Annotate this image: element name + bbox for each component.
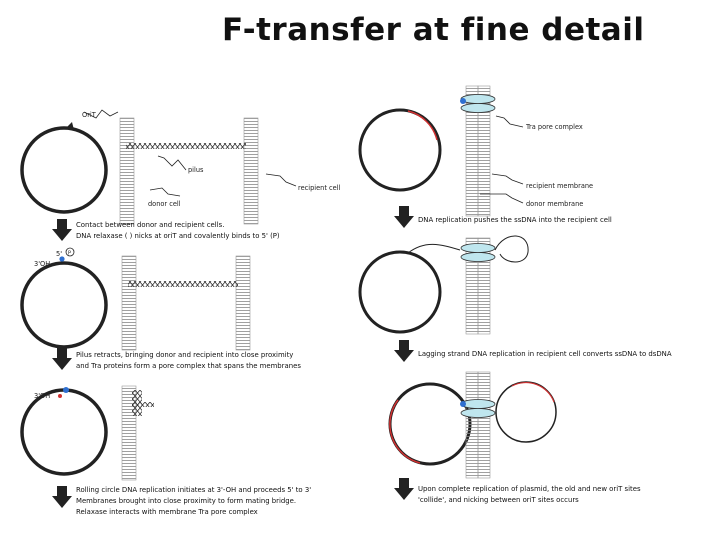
right-step-arrow-3 (394, 478, 414, 500)
right-donor-membrane-3 (465, 371, 479, 479)
recipient-red-arc (511, 382, 555, 403)
left-caption-1-line-2: DNA relaxase ( ) nicks at oriT and coval… (76, 232, 280, 240)
tra-pointer (495, 115, 524, 128)
right-red-arc-1 (407, 110, 438, 141)
label-3oh-b: 3'OH (34, 392, 50, 400)
right-panel-3 (388, 371, 557, 479)
label-pilus: pilus (188, 166, 204, 174)
right-recipient-membrane-1 (477, 85, 491, 217)
donor-membrane-2 (121, 255, 137, 351)
phosphate-icon (65, 247, 75, 257)
left-caption-2-line-2: and Tra proteins form a pore complex tha… (76, 362, 301, 370)
tra-pore-complex-3b (460, 408, 496, 418)
tra-pore-complex-2b (460, 252, 496, 262)
recipient-membrane (243, 117, 259, 225)
left-panel-2: P 5' 3'OH (20, 247, 251, 351)
right-plasmid-circle-1 (358, 108, 442, 192)
tra-pore-complex-2 (460, 243, 496, 253)
left-caption-3-line-3: Relaxase interacts with membrane Tra por… (76, 508, 258, 516)
label-recipient-cell: recipient cell (298, 184, 341, 192)
replication-start-marker (58, 394, 62, 398)
right-relaxase-icon-3 (460, 401, 466, 407)
label-5-prime: 5' (56, 250, 62, 258)
page-title: F-transfer at fine detail (222, 12, 645, 48)
pilus (126, 143, 246, 149)
pilus-2 (128, 281, 238, 287)
right-caption-1: DNA replication pushes the ssDNA into th… (418, 216, 612, 224)
right-panel-2 (358, 235, 529, 335)
donor-membrane (119, 117, 135, 225)
donor-membrane-pointer (480, 193, 524, 204)
left-caption-1-line-1: Contact between donor and recipient cell… (76, 221, 224, 229)
right-step-arrow-2 (394, 340, 414, 362)
recipient-membrane-pointer (491, 173, 524, 185)
donor-plasmid-circle-3 (20, 388, 108, 476)
left-caption-3-line-2: Membranes brought into close proximity t… (76, 497, 296, 505)
recipient-membrane-2 (235, 255, 251, 351)
left-caption-2-line-1: Pilus retracts, bringing donor and recip… (76, 351, 293, 359)
right-caption-2: Lagging strand DNA replication in recipi… (418, 350, 672, 358)
label-phosphate: P (68, 251, 71, 257)
left-step-arrow-3 (52, 486, 72, 508)
left-caption-3-line-1: Rolling circle DNA replication initiates… (76, 486, 311, 494)
tra-pore-complex-3 (460, 399, 496, 409)
label-tra-pore-complex: Tra pore complex (525, 123, 583, 131)
mating-bridge (132, 402, 154, 407)
pilus-pointer (157, 155, 187, 171)
tra-pore-complex-1 (460, 94, 496, 104)
right-panel-1: Tra pore complex recipient membrane dono… (358, 85, 593, 217)
relaxase-icon-3 (63, 387, 69, 393)
right-caption-3-line-2: 'collide', and nicking between oriT site… (418, 496, 579, 504)
right-recipient-membrane-3 (477, 371, 491, 479)
left-panel-1: OriT pilus donor cell recipient cell (20, 109, 341, 225)
right-recipient-membrane-2 (477, 237, 491, 335)
ssdna-loop (494, 235, 529, 263)
donor-pointer (149, 187, 181, 197)
label-orit: OriT (82, 111, 97, 119)
right-step-arrow-1 (394, 206, 414, 228)
label-3oh-a: 3'OH (34, 260, 50, 268)
recipient-pointer (265, 173, 297, 187)
right-red-arc-3 (389, 399, 421, 464)
right-plasmid-circle-2 (358, 250, 442, 334)
left-step-arrow-1 (52, 219, 72, 241)
ssdna-strand (407, 243, 461, 254)
donor-plasmid-circle (20, 126, 108, 214)
donor-plasmid-circle-2 (20, 261, 108, 349)
tra-pore-complex-1b (460, 103, 496, 113)
right-relaxase-icon-1 (460, 98, 466, 104)
label-donor-membrane: donor membrane (526, 200, 583, 208)
relaxase-icon (59, 256, 65, 262)
label-donor-cell: donor cell (148, 200, 181, 208)
orit-arrowhead (66, 122, 74, 130)
right-caption-3-line-1: Upon complete replication of plasmid, th… (418, 485, 641, 493)
left-panel-3: 3'OH (20, 385, 154, 481)
orit-pointer (83, 109, 119, 119)
left-step-arrow-2 (52, 348, 72, 370)
label-recipient-membrane: recipient membrane (526, 182, 593, 190)
